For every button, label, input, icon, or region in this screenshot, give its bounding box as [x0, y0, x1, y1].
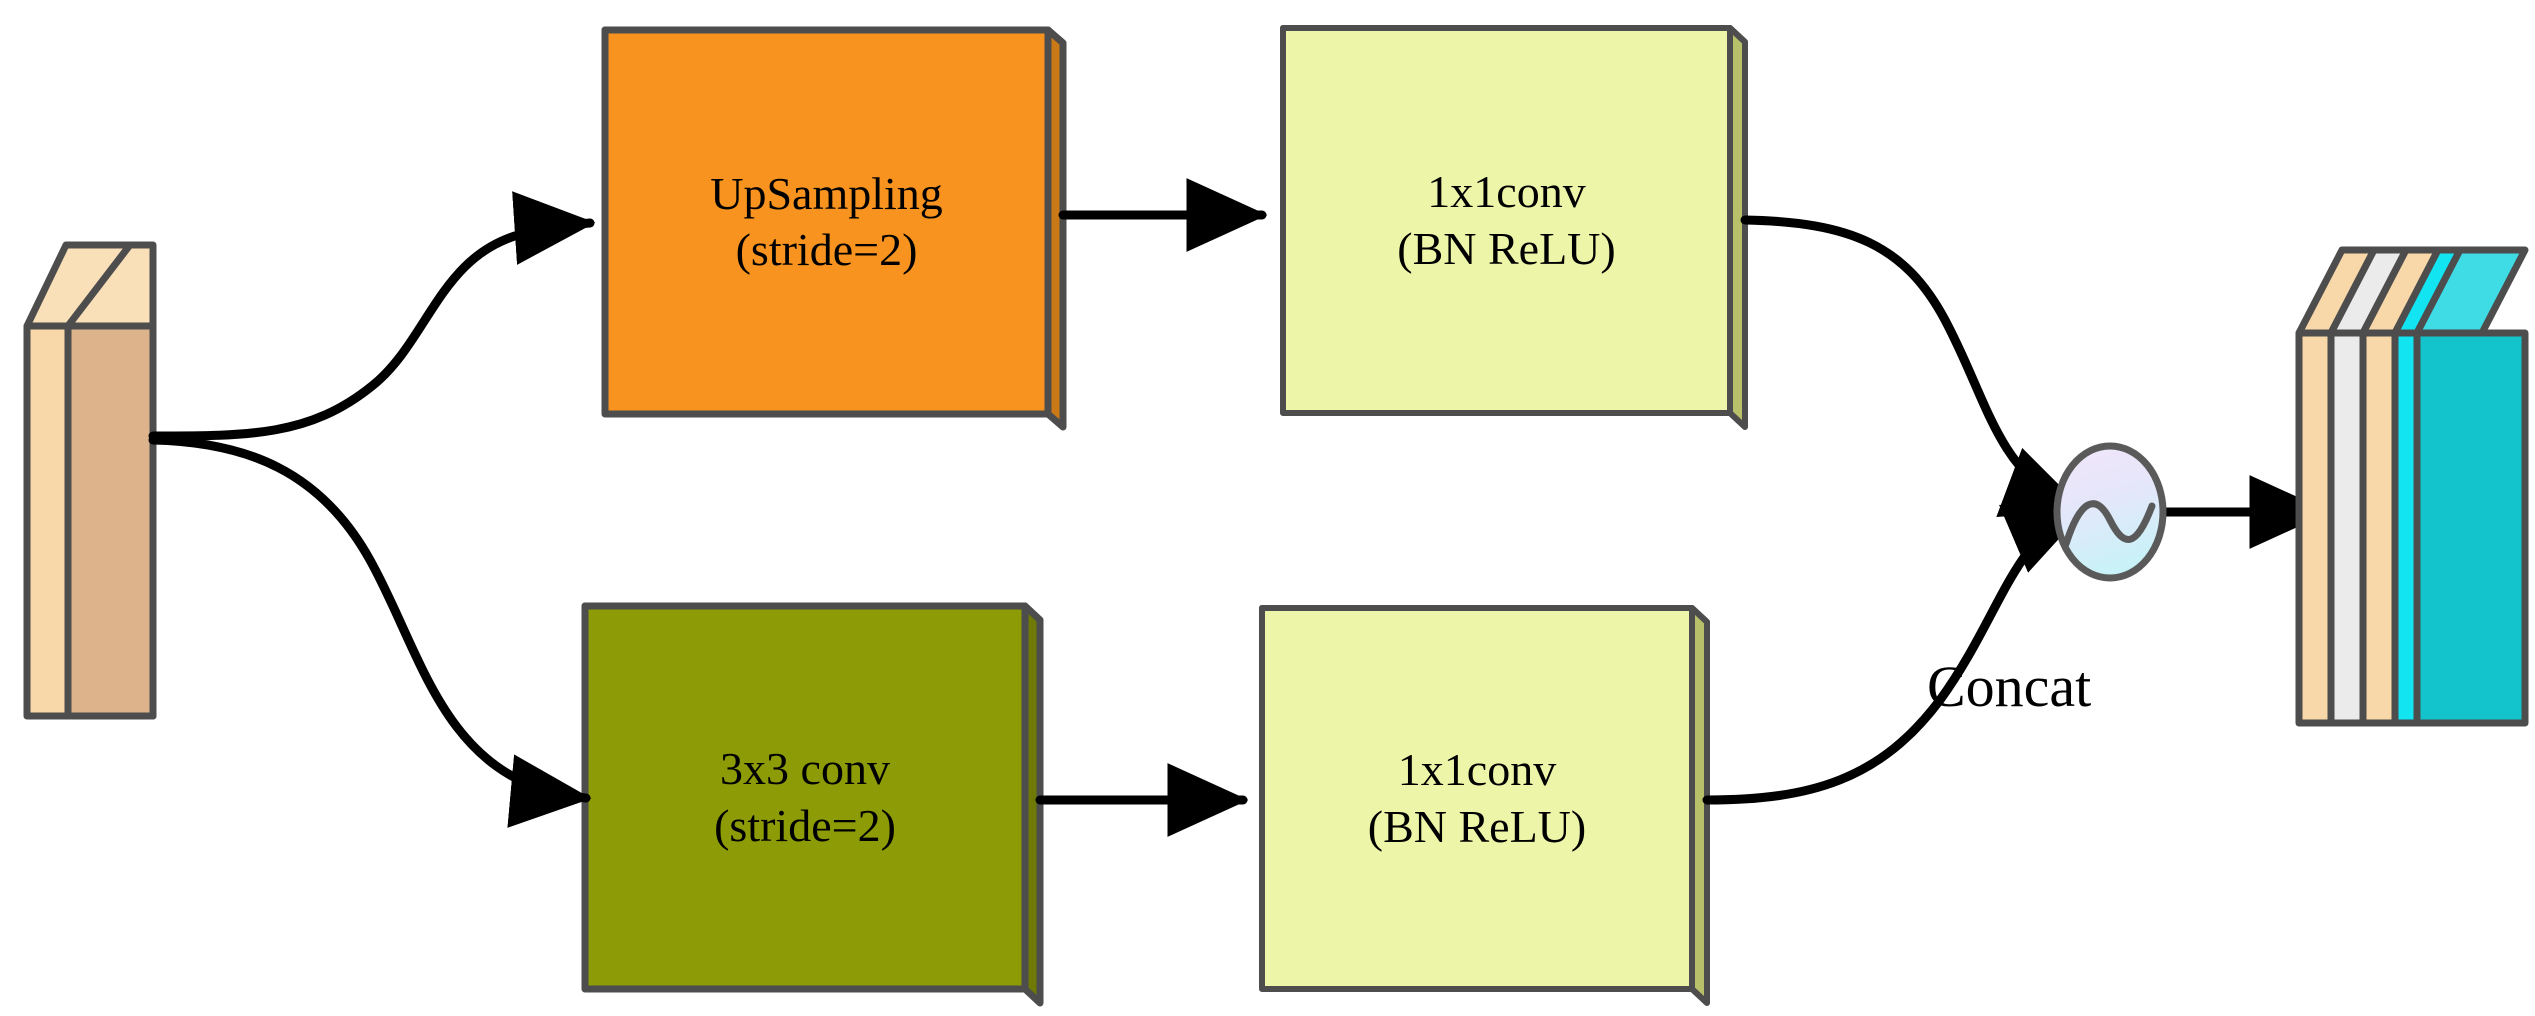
- edge-input-to-conv3x3: [148, 435, 592, 828]
- concat-label: Concat: [1927, 654, 2092, 719]
- concat-node[interactable]: [2053, 442, 2167, 582]
- edge-conv1x1top-to-concat: [1740, 215, 2086, 518]
- conv3x3-box[interactable]: [581, 602, 1044, 1007]
- input-feature-map: [23, 241, 157, 720]
- output-feature-map: [2295, 246, 2529, 727]
- edge-input-to-upsampling: [148, 191, 596, 441]
- conv1x1-bottom-box[interactable]: [1259, 605, 1710, 1006]
- sine-wave-icon: [2062, 500, 2156, 548]
- upsampling-box[interactable]: [601, 26, 1067, 431]
- conv1x1-top-box[interactable]: [1280, 25, 1748, 430]
